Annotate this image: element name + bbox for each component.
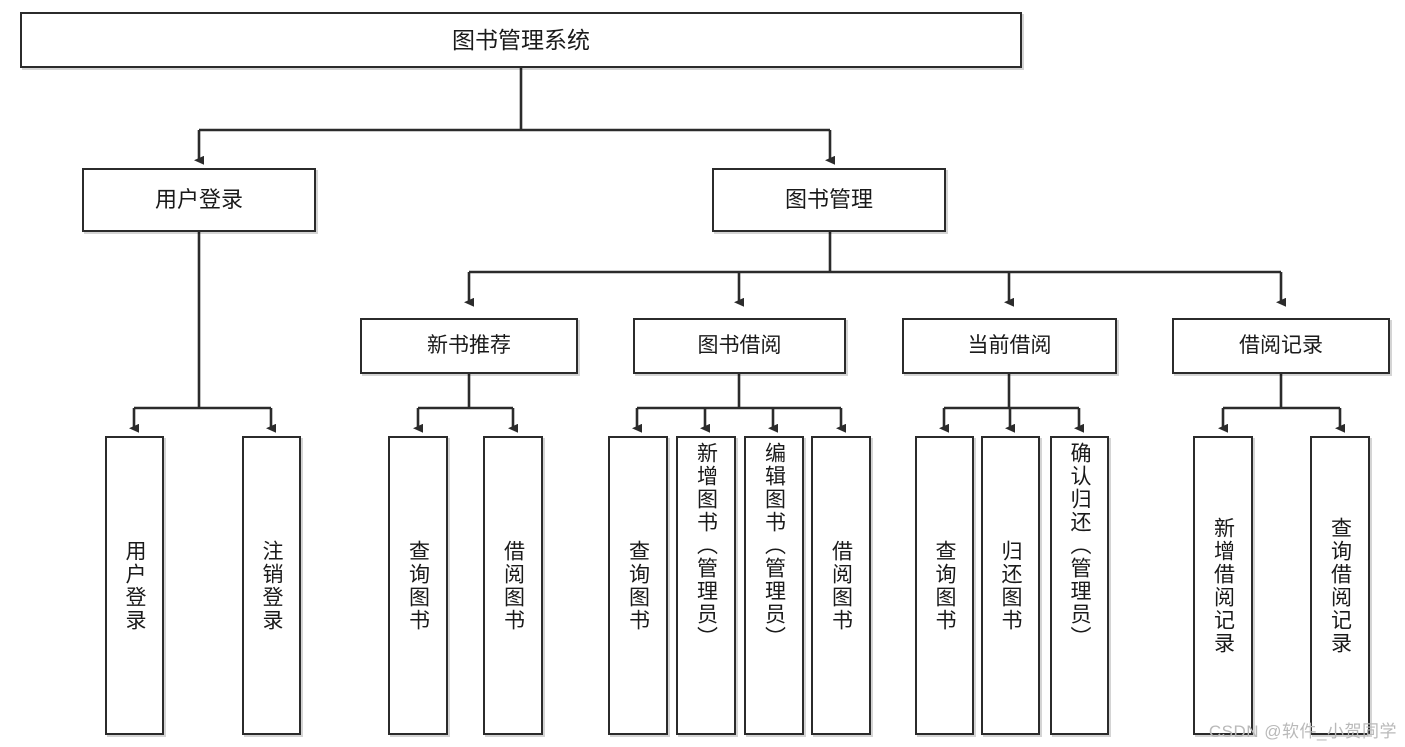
node-label: 用户登录 bbox=[123, 539, 146, 632]
node-label: 图书管理 bbox=[784, 187, 873, 213]
csdn-watermark: CSDN @软件_小贺同学 bbox=[1208, 722, 1397, 741]
node-label: 图书借阅 bbox=[697, 333, 782, 357]
node-label: 注销登录 bbox=[260, 539, 283, 632]
node-leaf-query-book-1[interactable]: 查询图书 bbox=[388, 436, 448, 735]
node-label: 编辑图书（管理员） bbox=[762, 442, 786, 649]
node-user-login[interactable]: 用户登录 bbox=[82, 168, 316, 232]
node-label: 新增图书（管理员） bbox=[694, 442, 718, 649]
node-label: 新书推荐 bbox=[427, 333, 511, 357]
node-label: 确认归还（管理员） bbox=[1068, 442, 1091, 649]
node-leaf-add-book[interactable]: 新增图书（管理员） bbox=[676, 436, 736, 735]
node-leaf-return-book[interactable]: 归还图书 bbox=[981, 436, 1040, 735]
node-current-borrow[interactable]: 当前借阅 bbox=[902, 318, 1117, 374]
node-leaf-query-borrow-record[interactable]: 查询借阅记录 bbox=[1310, 436, 1370, 735]
node-label: 查询图书 bbox=[406, 539, 430, 632]
node-label: 当前借阅 bbox=[967, 333, 1052, 357]
node-label: 查询图书 bbox=[626, 539, 650, 632]
node-label: 查询图书 bbox=[933, 539, 956, 632]
node-leaf-query-book-2[interactable]: 查询图书 bbox=[608, 436, 668, 735]
node-leaf-query-book-3[interactable]: 查询图书 bbox=[915, 436, 974, 735]
node-leaf-borrow-book-2[interactable]: 借阅图书 bbox=[811, 436, 871, 735]
node-borrow-record[interactable]: 借阅记录 bbox=[1172, 318, 1390, 374]
node-leaf-add-borrow-record[interactable]: 新增借阅记录 bbox=[1193, 436, 1253, 735]
node-label: 归还图书 bbox=[999, 539, 1022, 632]
node-label: 借阅图书 bbox=[501, 539, 525, 632]
node-label: 图书管理系统 bbox=[452, 26, 590, 53]
node-label: 用户登录 bbox=[154, 187, 243, 213]
node-book-borrow[interactable]: 图书借阅 bbox=[633, 318, 846, 374]
node-book-management-system[interactable]: 图书管理系统 bbox=[20, 12, 1022, 68]
node-new-book-recommend[interactable]: 新书推荐 bbox=[360, 318, 578, 374]
node-leaf-edit-book[interactable]: 编辑图书（管理员） bbox=[744, 436, 804, 735]
node-leaf-borrow-book-1[interactable]: 借阅图书 bbox=[483, 436, 543, 735]
node-leaf-confirm-return[interactable]: 确认归还（管理员） bbox=[1050, 436, 1109, 735]
node-label: 借阅图书 bbox=[829, 539, 853, 632]
node-book-management[interactable]: 图书管理 bbox=[712, 168, 946, 232]
node-label: 查询借阅记录 bbox=[1328, 516, 1352, 655]
node-leaf-logout-login[interactable]: 注销登录 bbox=[242, 436, 301, 735]
node-leaf-user-login[interactable]: 用户登录 bbox=[105, 436, 164, 735]
node-label: 借阅记录 bbox=[1239, 333, 1323, 357]
node-label: 新增借阅记录 bbox=[1211, 516, 1235, 655]
